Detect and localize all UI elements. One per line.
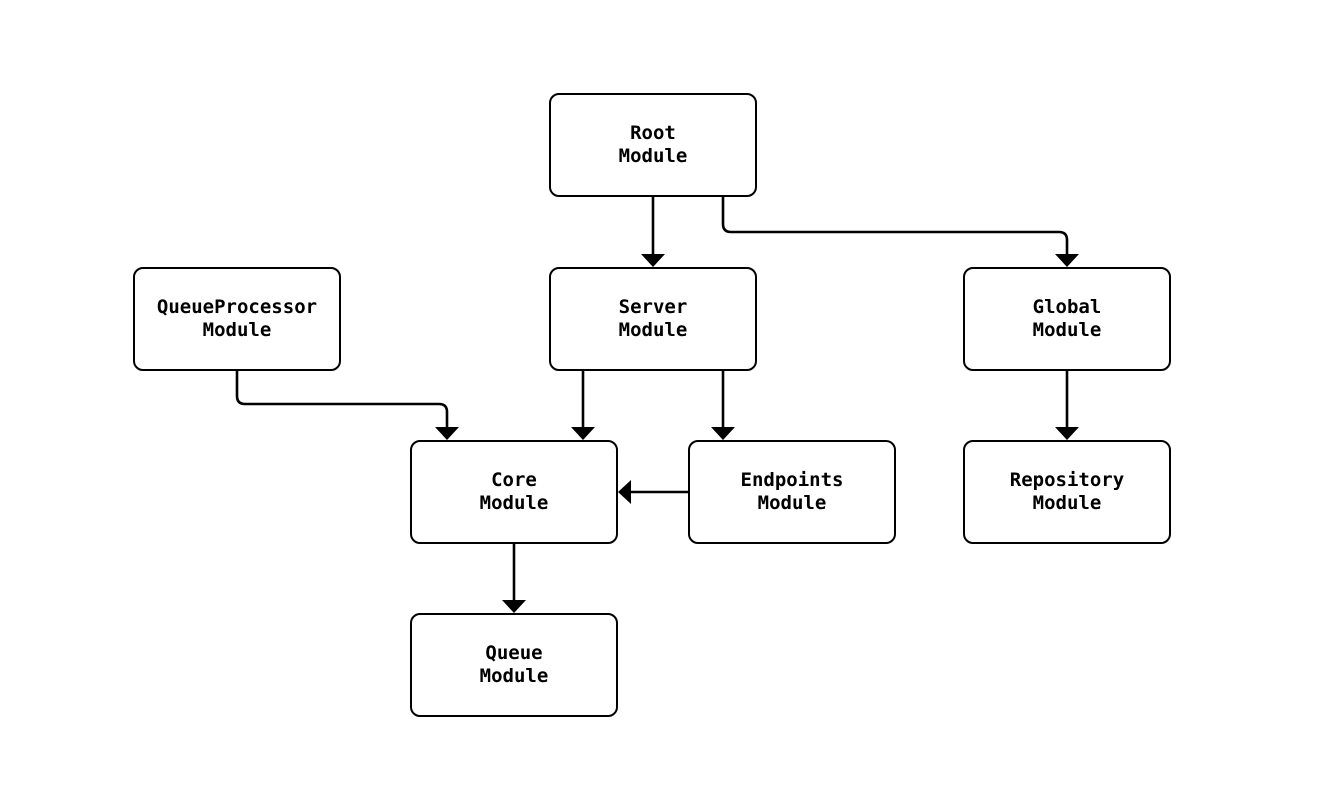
diagram-node-root: Root Module (549, 93, 757, 197)
arrowhead-server-to-core (571, 427, 595, 440)
diagram-node-label-queue-processor: QueueProcessor Module (156, 296, 318, 341)
diagram-node-label-queue: Queue Module (479, 642, 549, 687)
edge-queue-processor-to-core (235, 371, 449, 428)
diagram-node-queue: Queue Module (410, 613, 618, 717)
arrowhead-global-to-repository (1055, 427, 1079, 440)
diagram-node-label-global: Global Module (1032, 296, 1102, 341)
diagram-node-core: Core Module (410, 440, 618, 544)
diagram-node-label-repository: Repository Module (1009, 469, 1125, 514)
edge-root-to-global (721, 197, 1069, 255)
arrowhead-root-to-server (641, 254, 665, 267)
arrowhead-root-to-global (1055, 254, 1079, 267)
arrowhead-endpoints-to-core (618, 480, 631, 504)
arrowhead-server-to-endpoints (711, 427, 735, 440)
diagram-node-global: Global Module (963, 267, 1171, 371)
arrowhead-core-to-queue (502, 600, 526, 613)
diagram-node-server: Server Module (549, 267, 757, 371)
diagram-node-label-core: Core Module (479, 469, 549, 514)
diagram-node-repository: Repository Module (963, 440, 1171, 544)
diagram-node-label-endpoints: Endpoints Module (740, 469, 844, 514)
diagram-node-label-server: Server Module (618, 296, 688, 341)
diagram-node-label-root: Root Module (618, 122, 688, 167)
diagram-node-queue-processor: QueueProcessor Module (133, 267, 341, 371)
diagram-node-endpoints: Endpoints Module (688, 440, 896, 544)
arrowhead-queue-processor-to-core (435, 427, 459, 440)
